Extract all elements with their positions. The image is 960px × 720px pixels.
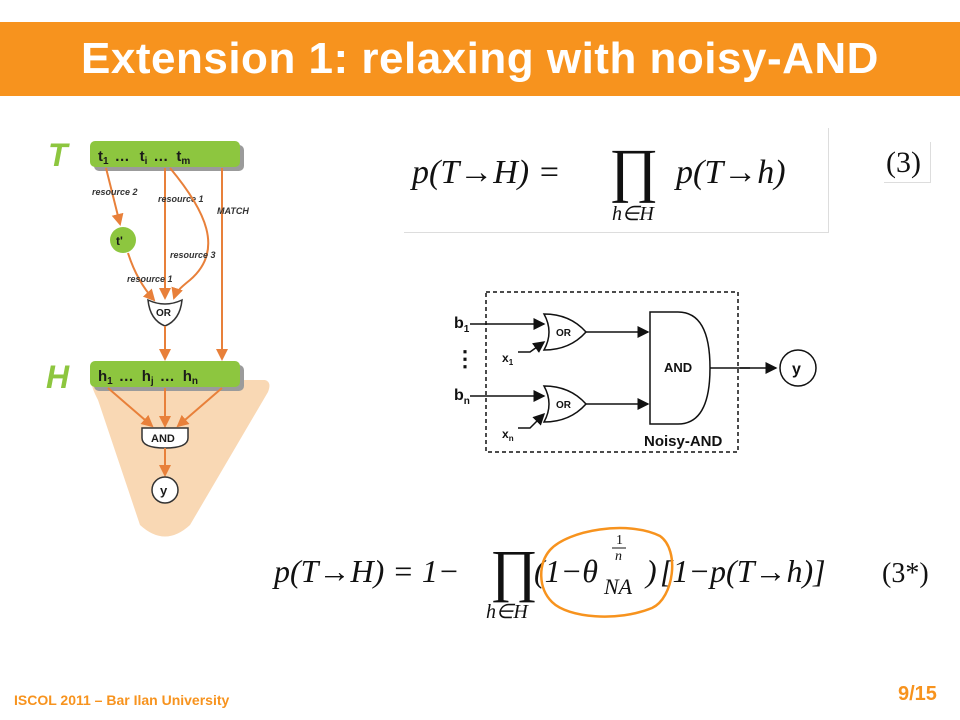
equation-3-number: (3) bbox=[886, 146, 921, 179]
t-nodes-bar bbox=[90, 141, 240, 167]
t-node-m: t bbox=[176, 148, 181, 165]
noisy-and-caption: Noisy-AND bbox=[644, 433, 723, 450]
h-node-1: h bbox=[98, 368, 107, 385]
eq3star-lhs: p(T→H) = 1− bbox=[272, 553, 459, 589]
equation-3-box bbox=[404, 128, 829, 233]
highlight-circle bbox=[540, 526, 674, 618]
edge-label-resource-2: resource 2 bbox=[92, 187, 138, 197]
footer-text: ISCOL 2011 – Bar Ilan University bbox=[14, 692, 230, 708]
eq3star-exp-num: 1 bbox=[616, 533, 623, 548]
y-node bbox=[151, 476, 179, 504]
eq3star-subscript: h∈H bbox=[486, 601, 529, 623]
or-gate-1-label: OR bbox=[556, 328, 572, 339]
or-gate-2 bbox=[542, 385, 588, 423]
svg-text:xn: xn bbox=[502, 427, 514, 443]
h-node-j: h bbox=[142, 368, 151, 385]
svg-text:b1: b1 bbox=[454, 315, 470, 335]
and-region bbox=[91, 380, 270, 537]
equation-3-star: p(T→H) = 1− ∏ h∈H (1−θ 1 n NA ) [1−p(T→h… bbox=[272, 526, 929, 623]
svg-text:x1: x1 bbox=[502, 351, 514, 367]
output-y-node bbox=[779, 349, 817, 387]
or-gate-label: OR bbox=[156, 308, 172, 319]
and-gate-label: AND bbox=[151, 433, 175, 445]
eq3-product: ∏ bbox=[609, 137, 658, 203]
t-node-i: t bbox=[140, 148, 145, 165]
or-gate-2-label: OR bbox=[556, 400, 572, 411]
input-dots: ⋮ bbox=[454, 346, 476, 371]
noisy-and-dashed-box bbox=[485, 291, 739, 453]
h-node-n: h bbox=[183, 368, 192, 385]
entailment-graph: T H t1…ti…tm h1…hj…hn t' resource 2 reso… bbox=[46, 137, 270, 537]
eq3star-exp-den: n bbox=[615, 549, 622, 564]
input-b1: b bbox=[454, 315, 464, 332]
edge-label-match: MATCH bbox=[217, 206, 249, 216]
eq3star-product: ∏ bbox=[490, 538, 538, 603]
eq3star-rhs: [1−p(T→h)] bbox=[660, 553, 826, 589]
edge-label-resource-1b: resource 1 bbox=[127, 274, 173, 284]
eq3-lhs: p(T→H) = bbox=[410, 154, 561, 191]
eq3star-theta-sub: NA bbox=[603, 574, 633, 599]
t-prime-label: t' bbox=[116, 234, 123, 248]
h-label: H bbox=[46, 359, 70, 395]
svg-text:bn: bn bbox=[454, 387, 470, 407]
or-gate-1 bbox=[542, 313, 588, 351]
page-number: 9/15 bbox=[898, 683, 937, 705]
equation-3-number-box bbox=[884, 142, 931, 183]
y-node-label: y bbox=[160, 483, 168, 498]
svg-text:t1…ti…tm: t1…ti…tm bbox=[98, 148, 190, 167]
or-gate bbox=[147, 298, 183, 327]
svg-text:(3): (3) bbox=[886, 146, 921, 179]
eq3-subscript: h∈H bbox=[612, 203, 655, 225]
noisy-and-output: y bbox=[740, 349, 817, 387]
input-xn: x bbox=[502, 427, 509, 441]
t-prime-node bbox=[110, 227, 136, 253]
output-y-label: y bbox=[792, 361, 801, 378]
eq3star-number: (3*) bbox=[882, 558, 929, 589]
edge-label-resource-1a: resource 1 bbox=[158, 194, 204, 204]
noisy-and-circuit: b1 ⋮ bn x1 xn OR OR AND Noisy-AND bbox=[454, 291, 750, 453]
slide-title: Extension 1: relaxing with noisy-AND bbox=[81, 34, 879, 83]
t-label: T bbox=[48, 137, 70, 173]
input-x1: x bbox=[502, 351, 509, 365]
and-gate-big-label: AND bbox=[664, 360, 692, 375]
h-nodes-bar bbox=[90, 361, 240, 387]
t-node-1: t bbox=[98, 148, 103, 165]
and-gate-big bbox=[649, 311, 711, 425]
svg-text:h1…hj…hn: h1…hj…hn bbox=[98, 368, 198, 387]
edge-label-resource-3: resource 3 bbox=[170, 250, 216, 260]
eq3star-theta-close: ) bbox=[644, 553, 657, 589]
title-bar: Extension 1: relaxing with noisy-AND bbox=[0, 22, 960, 96]
input-bn: b bbox=[454, 387, 464, 404]
eq3-rhs: p(T→h) bbox=[674, 154, 786, 191]
equation-3: p(T→H) = ∏ h∈H p(T→h) bbox=[410, 137, 786, 225]
